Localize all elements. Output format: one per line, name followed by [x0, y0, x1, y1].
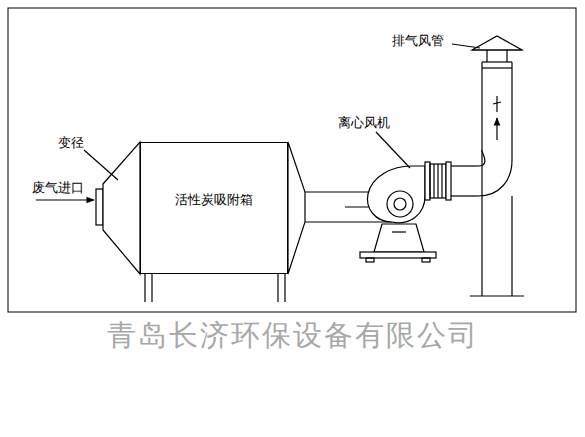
watermark: 青岛长济环保设备有限公司 — [107, 320, 479, 352]
part-name: 离心风机 — [338, 116, 390, 130]
part-name: 废气进口 — [32, 181, 84, 195]
part-name: 排气风管 — [392, 34, 444, 48]
box-label: 活性炭吸附箱 — [175, 191, 253, 209]
adsorption-box: 活性炭吸附箱 — [140, 142, 288, 274]
part-name: 变径 — [58, 136, 84, 150]
